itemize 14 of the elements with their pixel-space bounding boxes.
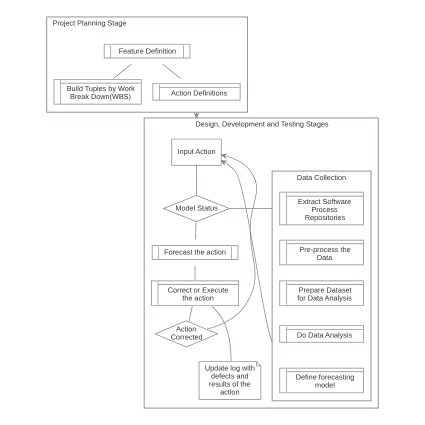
connector	[212, 306, 232, 362]
connector	[195, 221, 196, 240]
connector	[188, 306, 193, 322]
arrow	[206, 154, 258, 330]
connector	[196, 164, 197, 196]
node-diamond: Model Status	[162, 195, 231, 222]
arrow	[220, 160, 272, 343]
connector	[112, 64, 132, 79]
connector	[162, 64, 182, 79]
node-box: Input Action	[171, 138, 222, 166]
connector	[229, 208, 272, 209]
node-diamond: Action Corrected	[154, 320, 218, 348]
arrow	[194, 112, 200, 118]
connector	[194, 265, 196, 280]
